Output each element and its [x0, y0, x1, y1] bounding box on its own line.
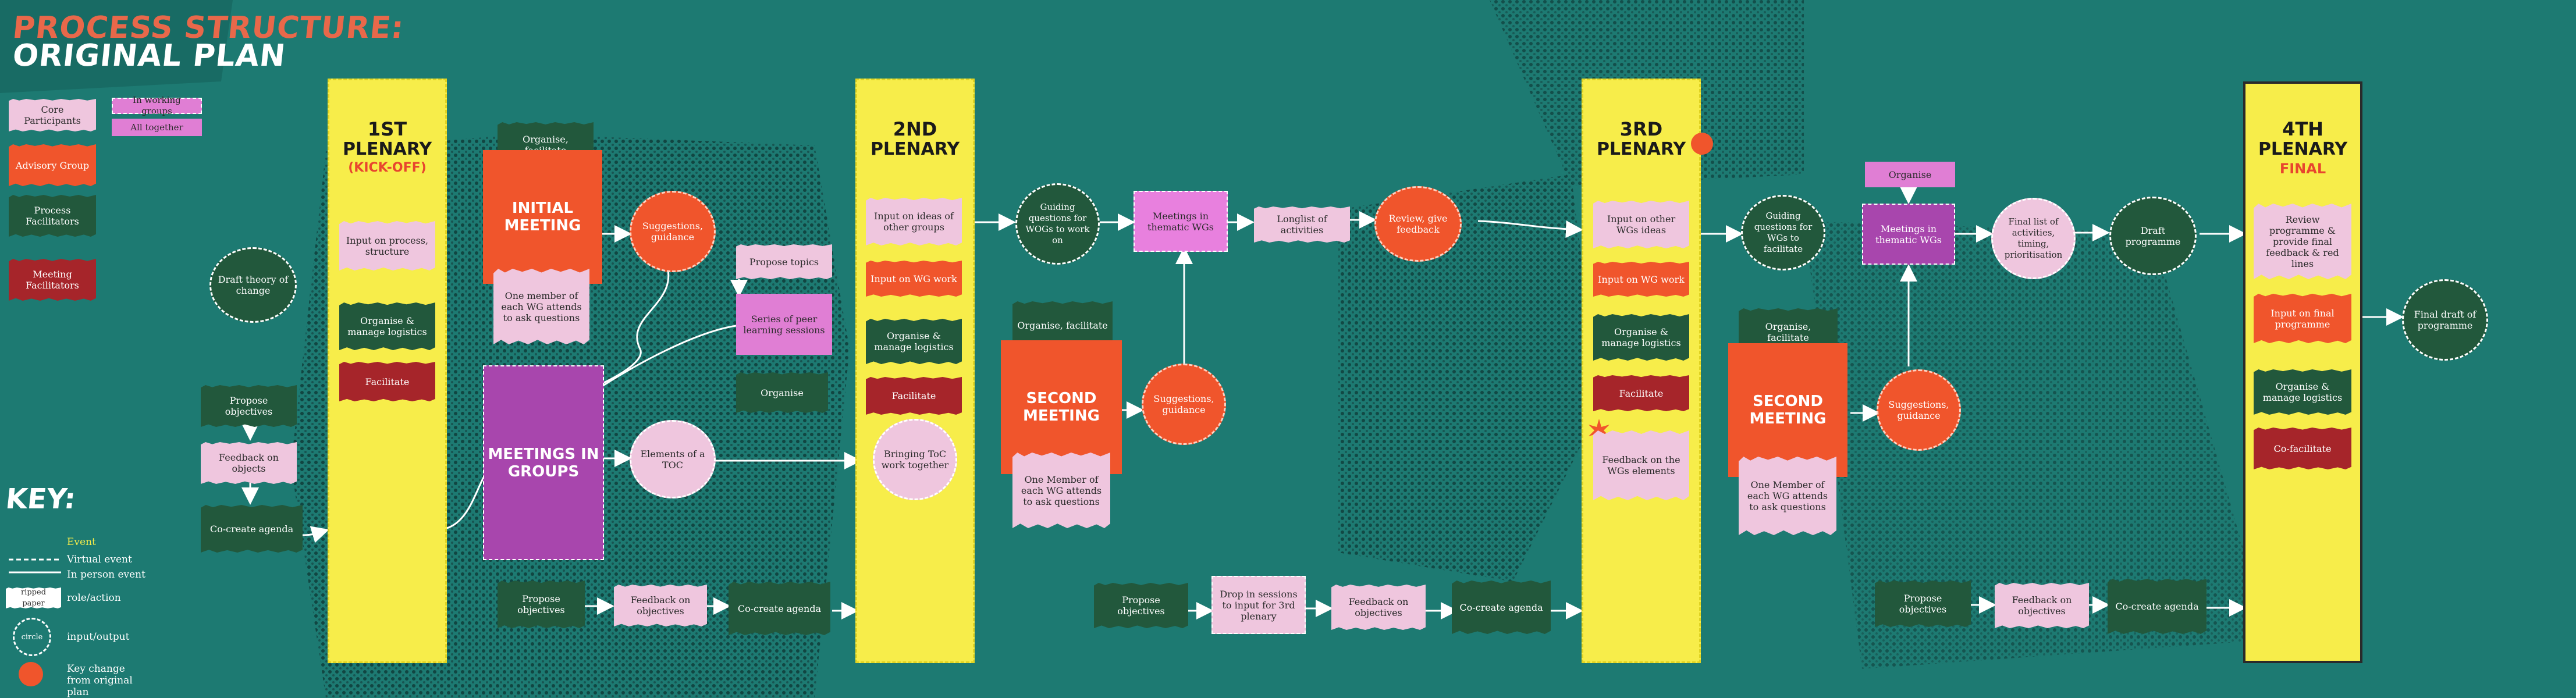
key-in-person-event: In person event [67, 569, 145, 581]
co-create-agenda-3: Co-create agenda [1452, 581, 1551, 634]
plenary-4-organise: Organise & manage logistics [2254, 369, 2351, 415]
plenary-3-title-line2: PLENARY [1596, 139, 1686, 159]
propose-objectives-3: Propose objectives [1094, 583, 1188, 628]
legend-advisory-group: Advisory Group [9, 144, 96, 186]
organise-thematic: Organise [1865, 162, 1955, 187]
legend-process-facilitators: Process Facilitators [9, 195, 96, 237]
plenary-1-subtitle: (KICK-OFF) [348, 161, 427, 175]
organise-peer-learning: Organise [736, 372, 828, 413]
legend-core-participants: Core Participants [9, 99, 96, 131]
initial-meeting-box: INITIAL MEETING [483, 150, 602, 284]
plenary-4-cofacilitate: Co-facilitate [2254, 428, 2351, 469]
plenary-4-title-line1: 4TH [2282, 118, 2323, 140]
propose-objectives-1: Propose objectives [201, 385, 297, 427]
plenary-2-input-wg: Input on WG work [866, 261, 962, 297]
final-draft-programme: Final draft of programme [2402, 279, 2488, 361]
legend-all-together: All together [112, 119, 202, 136]
plenary-2-organise: Organise & manage logistics [866, 319, 962, 364]
bringing-toc-together: Bringing ToC work together [873, 419, 957, 500]
plenary-3-input-other: Input on other WGs ideas [1593, 201, 1689, 248]
guiding-questions-2: Guiding questions for WGs to facilitate [1741, 195, 1825, 270]
suggestions-guidance-2: Suggestions, guidance [1142, 364, 1226, 445]
longlist-of-activities: Longlist of activities [1254, 206, 1350, 243]
key-input-output: input/output [67, 631, 130, 643]
plenary-1-input: Input on process, structure [339, 221, 435, 270]
elements-of-a-toc: Elements of a TOC [630, 420, 716, 498]
key-change-dot-plenary-3-icon [1691, 133, 1713, 155]
legend-meeting-facilitators: Meeting Facilitators [9, 259, 96, 301]
co-create-agenda-1: Co-create agenda [201, 505, 303, 553]
plenary-3-column [1582, 79, 1701, 663]
meetings-thematic-wgs-2: Meetings in thematic WGs [1862, 204, 1955, 265]
second-meeting-1-member: One Member of each WG attends to ask que… [1012, 453, 1110, 528]
second-meeting-2-box: SECOND MEETING [1728, 343, 1847, 477]
plenary-1-facilitate: Facilitate [339, 362, 435, 401]
feedback-on-objects-1: Feedback on objects [201, 442, 297, 484]
plenary-2-column [855, 79, 975, 663]
plenary-3-facilitate: Facilitate [1593, 375, 1689, 411]
legend-in-working-groups: In working groups [112, 95, 202, 116]
key-heading: KEY: [4, 483, 77, 515]
propose-objectives-2: Propose objectives [498, 581, 585, 628]
key-virtual-event: Virtual event [67, 554, 132, 565]
key-role-action: role/action [67, 592, 121, 604]
second-meeting-2-member: One Member of each WG attends to ask que… [1739, 457, 1836, 535]
propose-objectives-4: Propose objectives [1875, 581, 1971, 627]
plenary-3-organise: Organise & manage logistics [1593, 314, 1689, 361]
co-create-agenda-2: Co-create agenda [729, 582, 830, 635]
suggestions-guidance-3: Suggestions, guidance [1877, 369, 1961, 451]
drop-in-sessions: Drop in sessions to input for 3rd plenar… [1211, 576, 1306, 634]
plenary-2-input-groups: Input on ideas of other groups [866, 198, 962, 245]
plenary-4-subtitle: FINAL [2279, 161, 2326, 177]
plenary-3-title-line1: 3RD [1619, 118, 1663, 140]
plenary-3-input-wg: Input on WG work [1593, 262, 1689, 297]
meetings-thematic-wgs-1: Meetings in thematic WGs [1134, 191, 1228, 252]
plenary-2-title-line2: PLENARY [870, 139, 960, 159]
initial-meeting-member: One member of each WG attends to ask que… [493, 269, 589, 344]
key-change: Key change from original plan [67, 663, 133, 698]
key-event: Event [67, 536, 96, 548]
plenary-4-title-line2: PLENARY [2258, 139, 2348, 159]
propose-topics: Propose topics [736, 244, 832, 279]
plenary-1-title-line2: PLENARY [342, 139, 432, 159]
key-change-star-icon [1589, 419, 1609, 442]
feedback-on-objectives-2: Feedback on objectives [614, 585, 707, 626]
plenary-3-feedback: Feedback on the WGs elements [1593, 430, 1689, 500]
second-meeting-1-box: SECOND MEETING [1001, 340, 1122, 474]
plenary-1-organise: Organise & manage logistics [339, 302, 435, 350]
plenary-1-title-line1: 1ST [367, 118, 407, 140]
final-list-activities: Final list of activities, timing, priori… [1991, 198, 2076, 279]
draft-programme: Draft programme [2109, 197, 2197, 275]
key-line-samples [9, 558, 61, 574]
plenary-2-facilitate: Facilitate [866, 377, 962, 415]
plenary-2-title-line1: 2ND [893, 118, 937, 140]
key-change-dot-icon [19, 662, 43, 686]
meetings-in-groups-box: MEETINGS IN GROUPS [483, 365, 604, 560]
page-title-line2: ORIGINAL PLAN [10, 38, 287, 73]
feedback-on-objectives-3: Feedback on objectives [1331, 585, 1426, 630]
feedback-on-objectives-4: Feedback on objectives [1995, 583, 2089, 628]
peer-learning-sessions: Series of peer learning sessions [736, 294, 832, 355]
key-circle-sample: circle [13, 618, 51, 656]
co-create-agenda-4: Co-create agenda [2108, 579, 2207, 634]
draft-theory-of-change: Draft theory of change [209, 247, 297, 323]
plenary-4-review: Review programme & provide final feedbac… [2254, 204, 2351, 279]
plenary-4-input-final: Input on final programme [2254, 294, 2351, 343]
review-give-feedback: Review, give feedback [1374, 186, 1462, 262]
guiding-questions-1: Guiding questions for WOGs to work on [1015, 183, 1100, 265]
key-ripped-paper-sample: ripped paper [6, 587, 61, 608]
suggestions-guidance-1: Suggestions, guidance [630, 191, 716, 272]
